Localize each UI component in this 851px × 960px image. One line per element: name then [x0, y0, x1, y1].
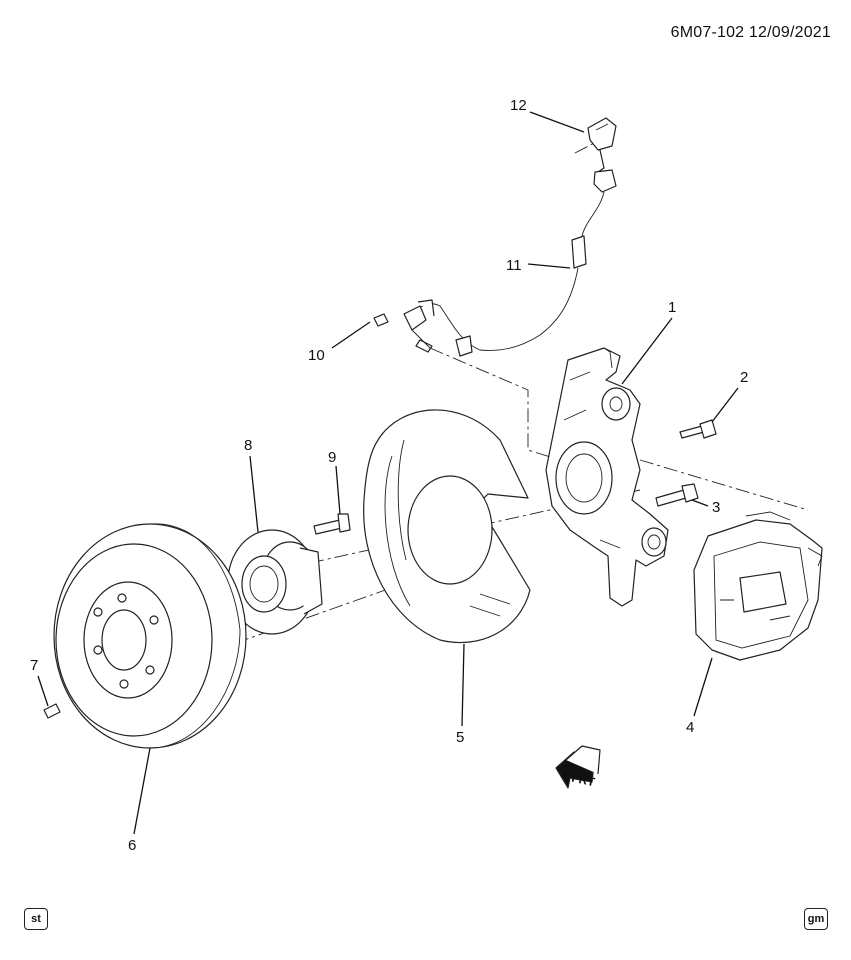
leader-7	[37, 675, 49, 707]
wire-centerline	[429, 347, 561, 461]
wheel-speed-sensor	[587, 117, 617, 173]
callout-3: 3	[712, 499, 720, 516]
callout-1: 1	[668, 299, 676, 316]
callout-7: 7	[30, 657, 38, 674]
leader-9	[335, 465, 341, 515]
steering-knuckle	[545, 347, 669, 607]
st-badge: st	[24, 908, 48, 930]
knuckle-bolt-upper	[679, 419, 717, 439]
brake-splash-shield	[363, 409, 531, 644]
leader-11	[527, 263, 571, 269]
diagram-code: 6M07-102 12/09/2021	[670, 24, 831, 41]
front-direction-arrow	[555, 745, 601, 789]
sensor-centerline	[574, 139, 601, 154]
leader-1	[621, 317, 673, 385]
harness-bolt	[373, 313, 389, 327]
callout-12: 12	[510, 97, 527, 114]
leader-4	[693, 657, 713, 717]
leader-2	[711, 387, 739, 423]
callout-8: 8	[244, 437, 252, 454]
sensor-wiring-harness	[403, 169, 617, 357]
caliper-centerline	[639, 459, 809, 511]
wheel-stud	[313, 513, 351, 535]
knuckle-bolt-lower	[655, 483, 699, 507]
rotor-retaining-screw	[43, 703, 61, 719]
callout-9: 9	[328, 449, 336, 466]
leader-6	[133, 747, 151, 835]
leader-12	[529, 111, 585, 133]
hub-bearing-assembly	[227, 529, 323, 635]
leader-10	[331, 321, 371, 349]
leader-8	[249, 455, 259, 533]
gm-logo-badge: gm	[804, 908, 828, 930]
callout-10: 10	[308, 347, 325, 364]
callout-11: 11	[506, 257, 522, 274]
callout-2: 2	[740, 369, 748, 386]
leader-3	[691, 499, 709, 507]
brake-caliper	[693, 511, 823, 661]
brake-rotor	[53, 523, 247, 749]
callout-6: 6	[128, 837, 136, 854]
callout-4: 4	[686, 719, 694, 736]
leader-5	[461, 643, 465, 727]
front-direction-label: FRT	[570, 771, 596, 790]
callout-5: 5	[456, 729, 464, 746]
